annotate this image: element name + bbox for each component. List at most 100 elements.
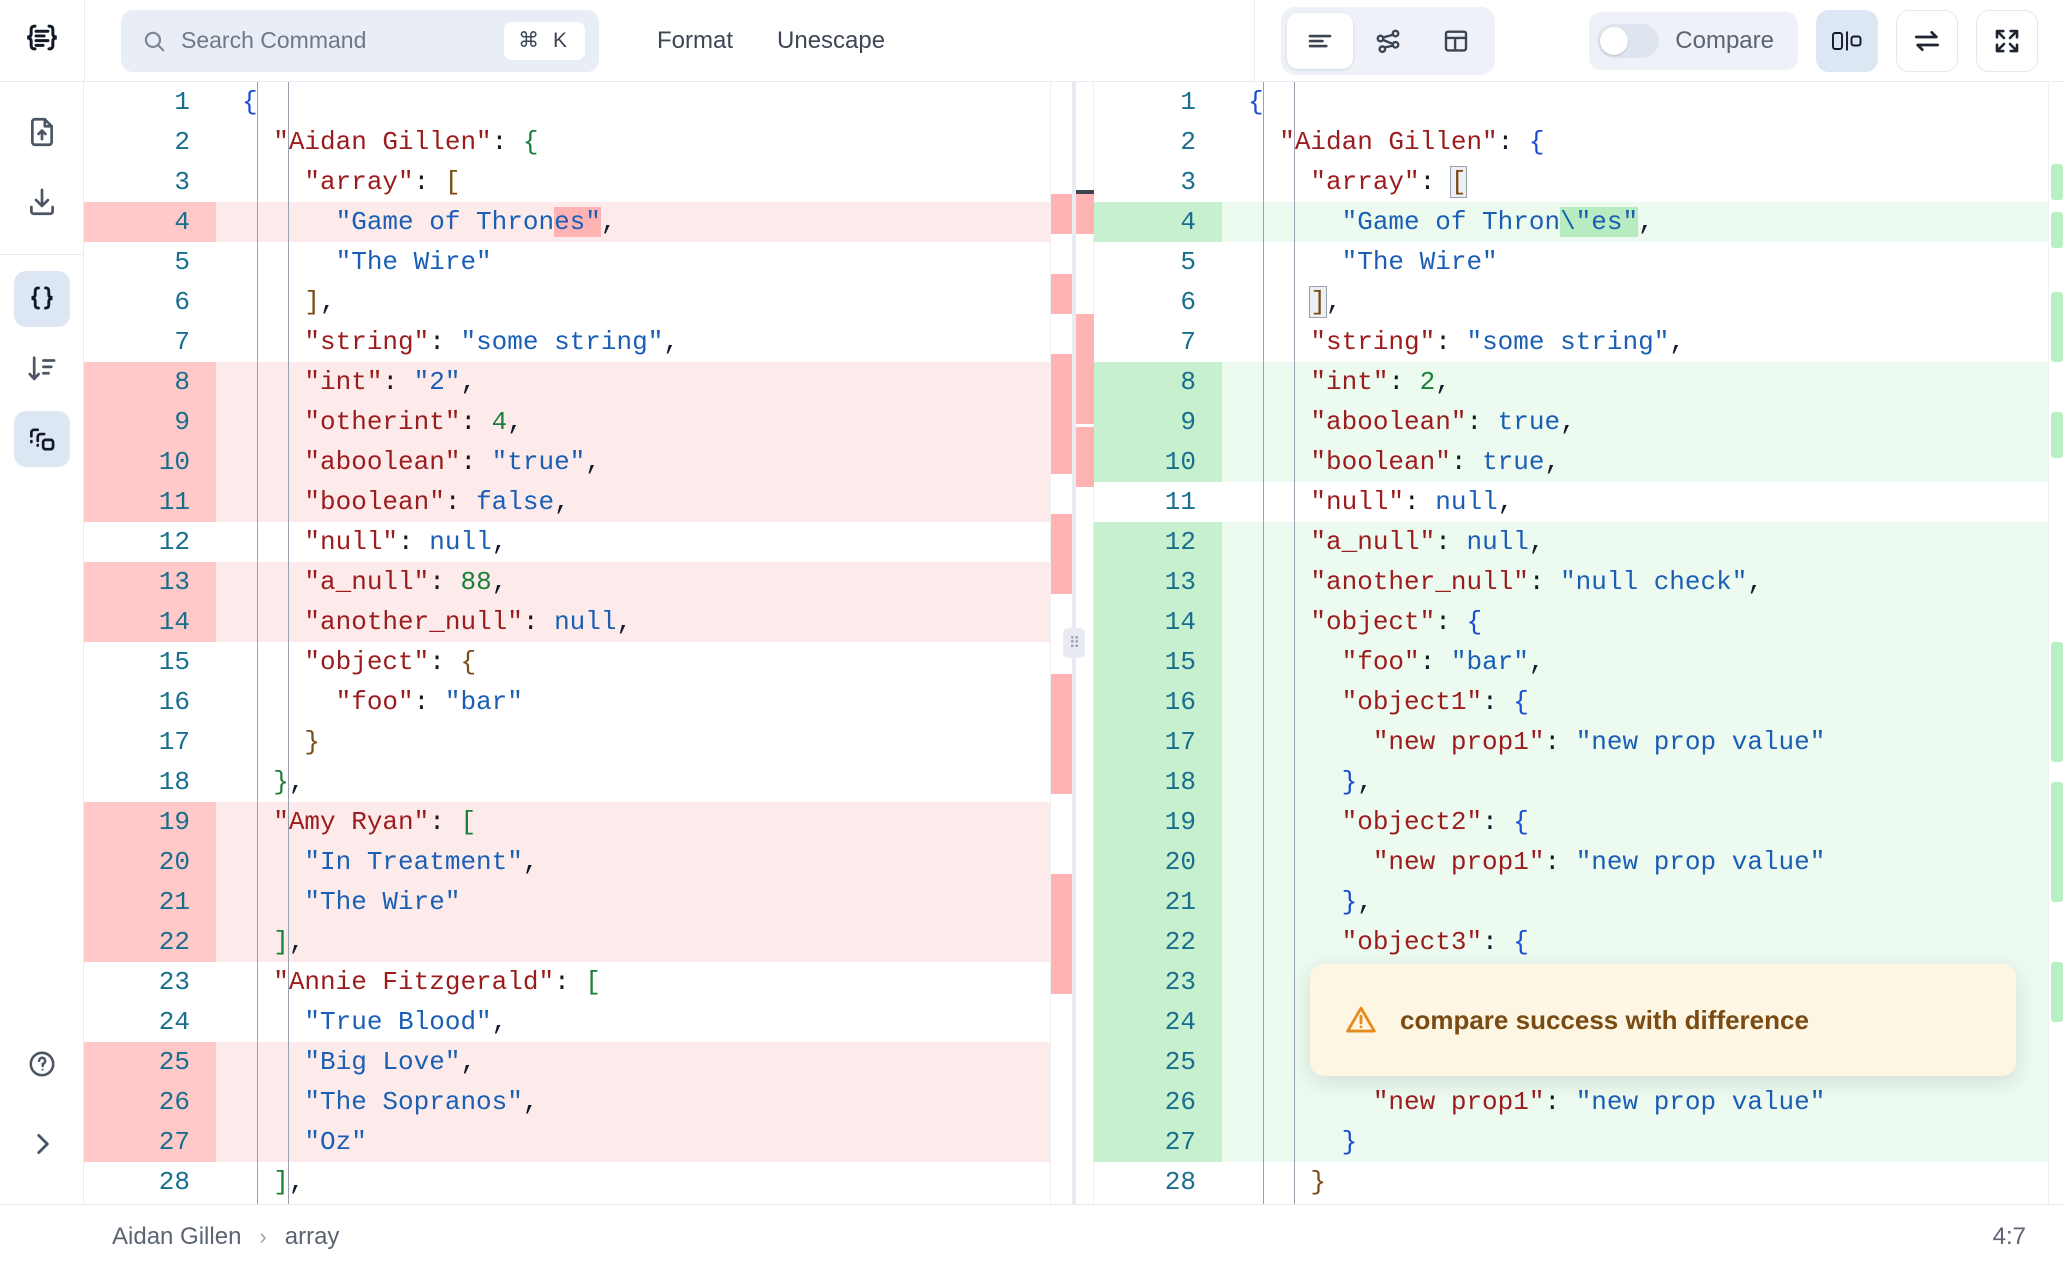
sidebar-item-download-file[interactable] [14,174,70,230]
left-sidebar [0,82,84,1204]
code-line[interactable]: "In Treatment", [216,842,1072,882]
code-line[interactable]: "int": "2", [216,362,1072,402]
code-line[interactable]: "null": null, [1222,482,2064,522]
code-line[interactable]: "new prop1": "new prop value" [1222,842,2064,882]
code-line[interactable]: "boolean": false, [216,482,1072,522]
code-line[interactable]: "Game of Thron\"es", [1222,202,2064,242]
code-line[interactable]: }, [1222,762,2064,802]
compare-toggle[interactable] [1597,24,1660,58]
code-token: : [1435,527,1467,557]
code-line[interactable]: "object2": { [1222,802,2064,842]
right-scrollbar[interactable] [2048,82,2064,1204]
split-diff-button[interactable] [1816,10,1878,72]
code-line[interactable]: "int": 2, [1222,362,2064,402]
expand-sidebar-button[interactable] [14,1116,70,1172]
unescape-button[interactable]: Unescape [777,26,886,54]
text-view-button[interactable] [1287,13,1354,69]
code-token: "object3" [1341,927,1483,957]
code-line[interactable]: "Game of Thrones", [216,202,1072,242]
swap-panes-button[interactable] [1896,10,1958,72]
code-line[interactable]: "True Blood", [216,1002,1072,1042]
code-token: ] [1309,286,1328,318]
code-line[interactable]: "new prop1": "new prop value" [1222,722,2064,762]
code-line[interactable]: }, [1222,882,2064,922]
code-line[interactable]: ], [216,1162,1072,1202]
line-number: 11 [84,482,216,522]
code-line[interactable]: "object": { [1222,602,2064,642]
graph-view-button[interactable] [1355,13,1421,69]
code-token: "null" [1310,487,1405,517]
sidebar-item-upload-file[interactable] [14,104,70,160]
code-line[interactable]: "otherint": 4, [216,402,1072,442]
code-line[interactable]: "new prop1": "new prop value" [1222,1082,2064,1122]
code-line[interactable]: "null": null, [216,522,1072,562]
code-line[interactable]: "object3": { [1222,922,2064,962]
code-token: , [522,847,539,877]
app-logo[interactable] [0,20,84,62]
code-line[interactable]: }, [216,762,1072,802]
code-line[interactable]: "string": "some string", [216,322,1072,362]
code-token: : [413,167,445,197]
search-input[interactable] [181,27,505,54]
code-line[interactable]: "another_null": "null check", [1222,562,2064,602]
code-line[interactable]: "aboolean": "true", [216,442,1072,482]
code-token: , [522,1087,539,1117]
code-line[interactable]: } [1222,1122,2064,1162]
code-line[interactable]: "Big Love", [216,1042,1072,1082]
code-line[interactable]: ], [216,282,1072,322]
code-line[interactable]: "Oz" [216,1122,1072,1162]
breadcrumb-item-1[interactable]: array [284,1222,340,1250]
breadcrumb-item-0[interactable]: Aidan Gillen [112,1222,242,1250]
code-line[interactable]: "aboolean": true, [1222,402,2064,442]
code-line[interactable]: "foo": "bar" [216,682,1072,722]
code-line[interactable]: "array": [ [216,162,1072,202]
left-diff-overview[interactable] [1050,82,1072,1204]
pane-splitter[interactable]: ⠿ [1063,82,1085,1204]
code-line[interactable]: { [1222,82,2064,122]
code-line[interactable]: "boolean": true, [1222,442,2064,482]
sidebar-item-compare-json[interactable] [13,411,70,467]
code-line[interactable]: "Annie Fitzgerald": [ [216,962,1072,1002]
help-button[interactable] [14,1036,70,1092]
code-line[interactable]: ], [1222,282,2064,322]
code-line[interactable]: "another_null": null, [216,602,1072,642]
splitter-handle[interactable]: ⠿ [1063,628,1085,658]
search-box[interactable]: ⌘ K [121,9,599,72]
left-code-area[interactable]: { "Aidan Gillen": { "array": [ "Game of … [216,82,1072,1204]
compare-toast[interactable]: compare success with difference [1310,964,2016,1076]
code-line[interactable]: "a_null": null, [1222,522,2064,562]
sidebar-item-format-json[interactable] [13,271,70,327]
swap-arrows-icon [1915,31,1939,51]
line-number: 24 [1094,1002,1222,1042]
code-token: { [1248,87,1264,117]
code-line[interactable]: "The Wire" [1222,242,2064,282]
code-line[interactable]: "Amy Ryan": [ [216,802,1072,842]
code-line[interactable]: "The Wire" [216,242,1072,282]
sidebar-item-sort-json[interactable] [14,341,70,397]
code-line[interactable]: "array": [ [1222,162,2064,202]
code-token: , [1357,887,1373,917]
code-line[interactable]: } [216,722,1072,762]
code-line[interactable]: "object1": { [1222,682,2064,722]
code-line[interactable]: { [216,82,1072,122]
code-token: "null" [304,527,399,557]
code-line[interactable]: "Aidan Gillen": { [216,122,1072,162]
code-line[interactable]: "foo": "bar", [1222,642,2064,682]
code-token: : [1435,327,1467,357]
fullscreen-button[interactable] [1976,10,2038,72]
code-token: , [663,327,679,357]
code-line[interactable]: } [1222,1162,2064,1202]
code-line[interactable]: "string": "some string", [1222,322,2064,362]
code-token: , [1747,567,1763,597]
code-line[interactable]: ], [216,922,1072,962]
code-line[interactable]: "The Wire" [216,882,1072,922]
code-line[interactable]: "Aidan Gillen": { [1222,122,2064,162]
table-view-button[interactable] [1423,13,1489,69]
code-line[interactable]: "a_null": 88, [216,562,1072,602]
line-number: 26 [1094,1082,1222,1122]
format-button[interactable]: Format [657,26,734,54]
code-line[interactable]: "object": { [216,642,1072,682]
code-line[interactable]: "The Sopranos", [216,1082,1072,1122]
